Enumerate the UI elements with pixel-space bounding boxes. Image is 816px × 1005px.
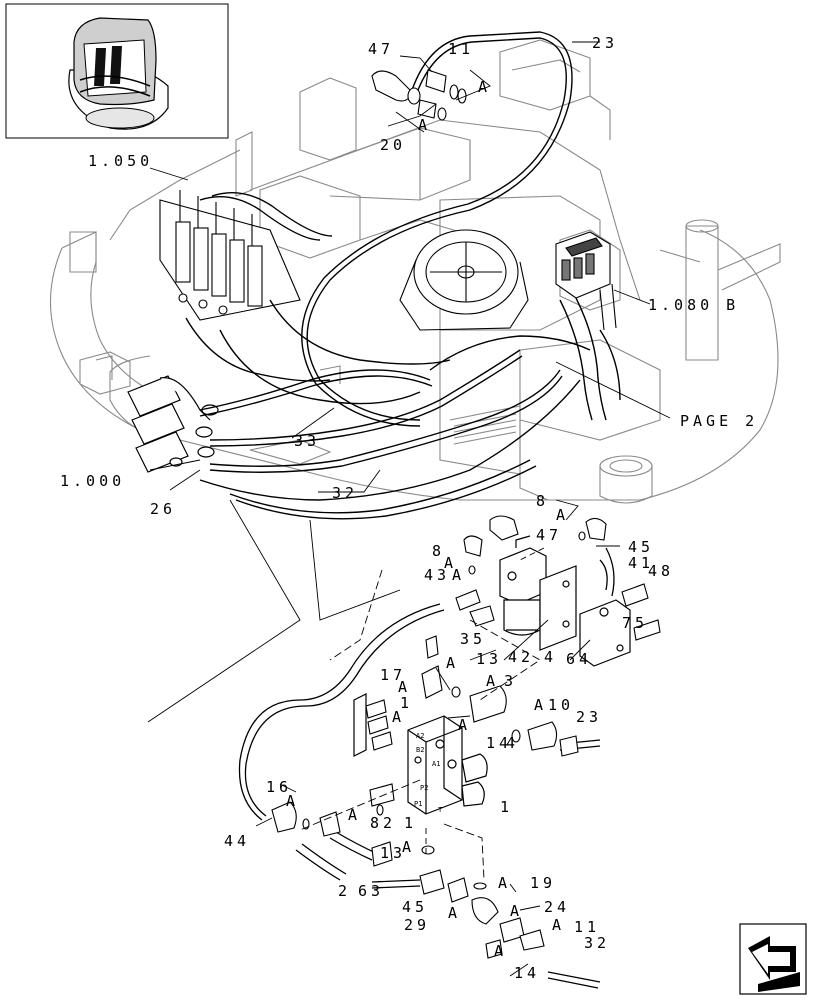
top-fittings	[371, 69, 467, 121]
callout-26: 26	[150, 500, 176, 518]
callout-47b: 47	[536, 526, 562, 544]
callout-17: 17	[380, 666, 406, 684]
callout-47: 47	[368, 40, 394, 58]
callout-a: A	[510, 902, 523, 920]
callout-a: A	[418, 116, 431, 134]
callout-35: 35	[460, 630, 486, 648]
callout-a: A	[448, 904, 461, 922]
callout-1: 1	[400, 694, 413, 712]
callout-82: 82	[370, 814, 396, 832]
callout-a: A	[478, 78, 491, 96]
callout-a: A	[286, 792, 299, 810]
ref-1050: 1.050	[88, 152, 153, 170]
callout-48: 48	[648, 562, 674, 580]
callout-13b: 13	[380, 844, 406, 862]
callout-a: A	[444, 554, 457, 572]
next-page-arrow-icon[interactable]	[739, 923, 807, 995]
callout-32b: 32	[584, 934, 610, 952]
callout-10: 10	[548, 696, 574, 714]
callout-a: A	[486, 672, 499, 690]
port-label-b2: B2	[416, 746, 424, 754]
callout-44: 44	[224, 832, 250, 850]
lower-hoses	[238, 547, 615, 989]
callout-19: 19	[530, 874, 556, 892]
callout-a: A	[398, 678, 411, 696]
callout-45: 45	[628, 538, 654, 556]
callout-a: A	[534, 696, 547, 714]
callout-8: 8	[536, 492, 549, 510]
port-label-t: T	[438, 806, 443, 814]
callout-29: 29	[404, 916, 430, 934]
callout-23b: 23	[576, 708, 602, 726]
ref-page2: PAGE 2	[680, 412, 758, 430]
callout-24: 24	[544, 898, 570, 916]
callout-a: A	[556, 506, 569, 524]
callout-1c: 1	[404, 814, 417, 832]
callout-a: A	[452, 566, 465, 584]
callout-75: 75	[622, 614, 648, 632]
callout-14b: 14	[514, 964, 540, 982]
callout-4: 4	[544, 648, 557, 666]
callout-2: 2	[338, 882, 351, 900]
callout-a: A	[494, 942, 507, 960]
callout-43: 43	[424, 566, 450, 584]
callout-a: A	[348, 806, 361, 824]
solenoid-block	[555, 231, 617, 331]
ref-1080b: 1.080 B	[648, 296, 739, 314]
callout-16: 16	[266, 778, 292, 796]
callout-a: A	[392, 708, 405, 726]
filter-housing	[499, 535, 547, 636]
inset-thumbnail	[5, 3, 229, 139]
mounting-brackets	[353, 565, 631, 757]
callout-4b: 4	[506, 734, 519, 752]
callout-41: 41	[628, 554, 654, 572]
callout-23: 23	[592, 34, 618, 52]
lower-fittings	[271, 515, 661, 959]
callouts: 1.050 1.080 B PAGE 2 1.000 47 11 23 A A …	[60, 34, 758, 982]
callout-63: 63	[358, 882, 384, 900]
callout-20: 20	[380, 136, 406, 154]
callout-a: A	[446, 654, 459, 672]
callout-32: 32	[332, 484, 358, 502]
port-label-p1: P1	[414, 800, 422, 808]
callout-3: 3	[504, 672, 517, 690]
main-valve-block	[407, 715, 488, 815]
callout-42: 42	[508, 648, 534, 666]
callout-a: A	[552, 916, 565, 934]
port-label-a1: A1	[432, 760, 440, 768]
callout-a: A	[458, 716, 471, 734]
leader-lines	[147, 41, 671, 977]
callout-a: A	[402, 838, 415, 856]
fan-unit	[399, 229, 529, 331]
ref-1000: 1.000	[60, 472, 125, 490]
swivel-fittings	[127, 375, 219, 473]
upper-frame	[49, 39, 781, 504]
upper-hoses	[185, 31, 621, 520]
callout-1b: 1	[500, 798, 513, 816]
port-label-a2: A2	[416, 732, 424, 740]
callout-45b: 45	[402, 898, 428, 916]
callout-11: 11	[448, 40, 474, 58]
control-valve-bank	[159, 190, 301, 321]
callout-14: 14	[486, 734, 512, 752]
callout-33: 33	[294, 432, 320, 450]
callout-64: 64	[566, 650, 592, 668]
port-label-p2: P2	[420, 784, 428, 792]
callout-13: 13	[476, 650, 502, 668]
callout-11b: 11	[574, 918, 600, 936]
callout-8b: 8	[432, 542, 445, 560]
callout-a: A	[498, 874, 511, 892]
